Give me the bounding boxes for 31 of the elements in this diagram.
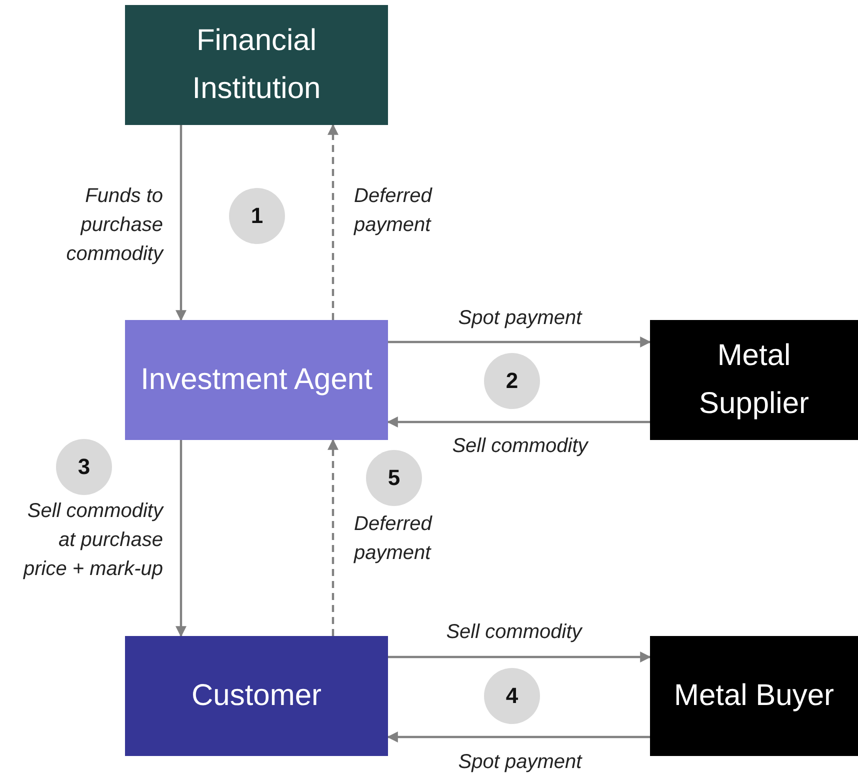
arrow <box>176 440 186 638</box>
entity-name: Financial Institution <box>191 23 322 107</box>
entity-box <box>125 636 388 756</box>
entity-name: Investment Agent <box>140 362 372 398</box>
step-number: 2 <box>506 368 518 394</box>
arrow <box>328 124 338 320</box>
edge-label: Sell commodity <box>451 434 590 459</box>
arrow <box>388 652 652 662</box>
step-number: 4 <box>506 683 518 709</box>
entity-box <box>125 5 388 125</box>
arrow <box>388 336 652 348</box>
edge-label: Spot payment <box>457 750 584 775</box>
edge-label: Spot payment <box>457 306 584 331</box>
edge-label: Deferred payment <box>354 184 434 238</box>
arrow <box>386 732 650 742</box>
edge-label: Funds to purchase commodity <box>65 184 163 267</box>
entity-name: Metal Buyer <box>674 678 834 714</box>
edge-label: Sell commodity at purchase price + mark-up <box>22 499 163 582</box>
step-number: 5 <box>388 465 400 491</box>
entity-name: Metal Supplier <box>698 338 810 422</box>
arrow <box>328 438 338 636</box>
step-number: 3 <box>78 454 90 480</box>
entity-box <box>125 320 388 440</box>
entity-box <box>650 636 858 756</box>
arrow <box>386 416 650 428</box>
edge-label: Sell commodity <box>445 620 584 645</box>
edge-label: Deferred payment <box>354 512 434 566</box>
entity-box <box>650 320 858 440</box>
step-number: 1 <box>250 203 264 229</box>
entity-name: Customer <box>191 678 322 714</box>
arrow <box>176 125 186 322</box>
